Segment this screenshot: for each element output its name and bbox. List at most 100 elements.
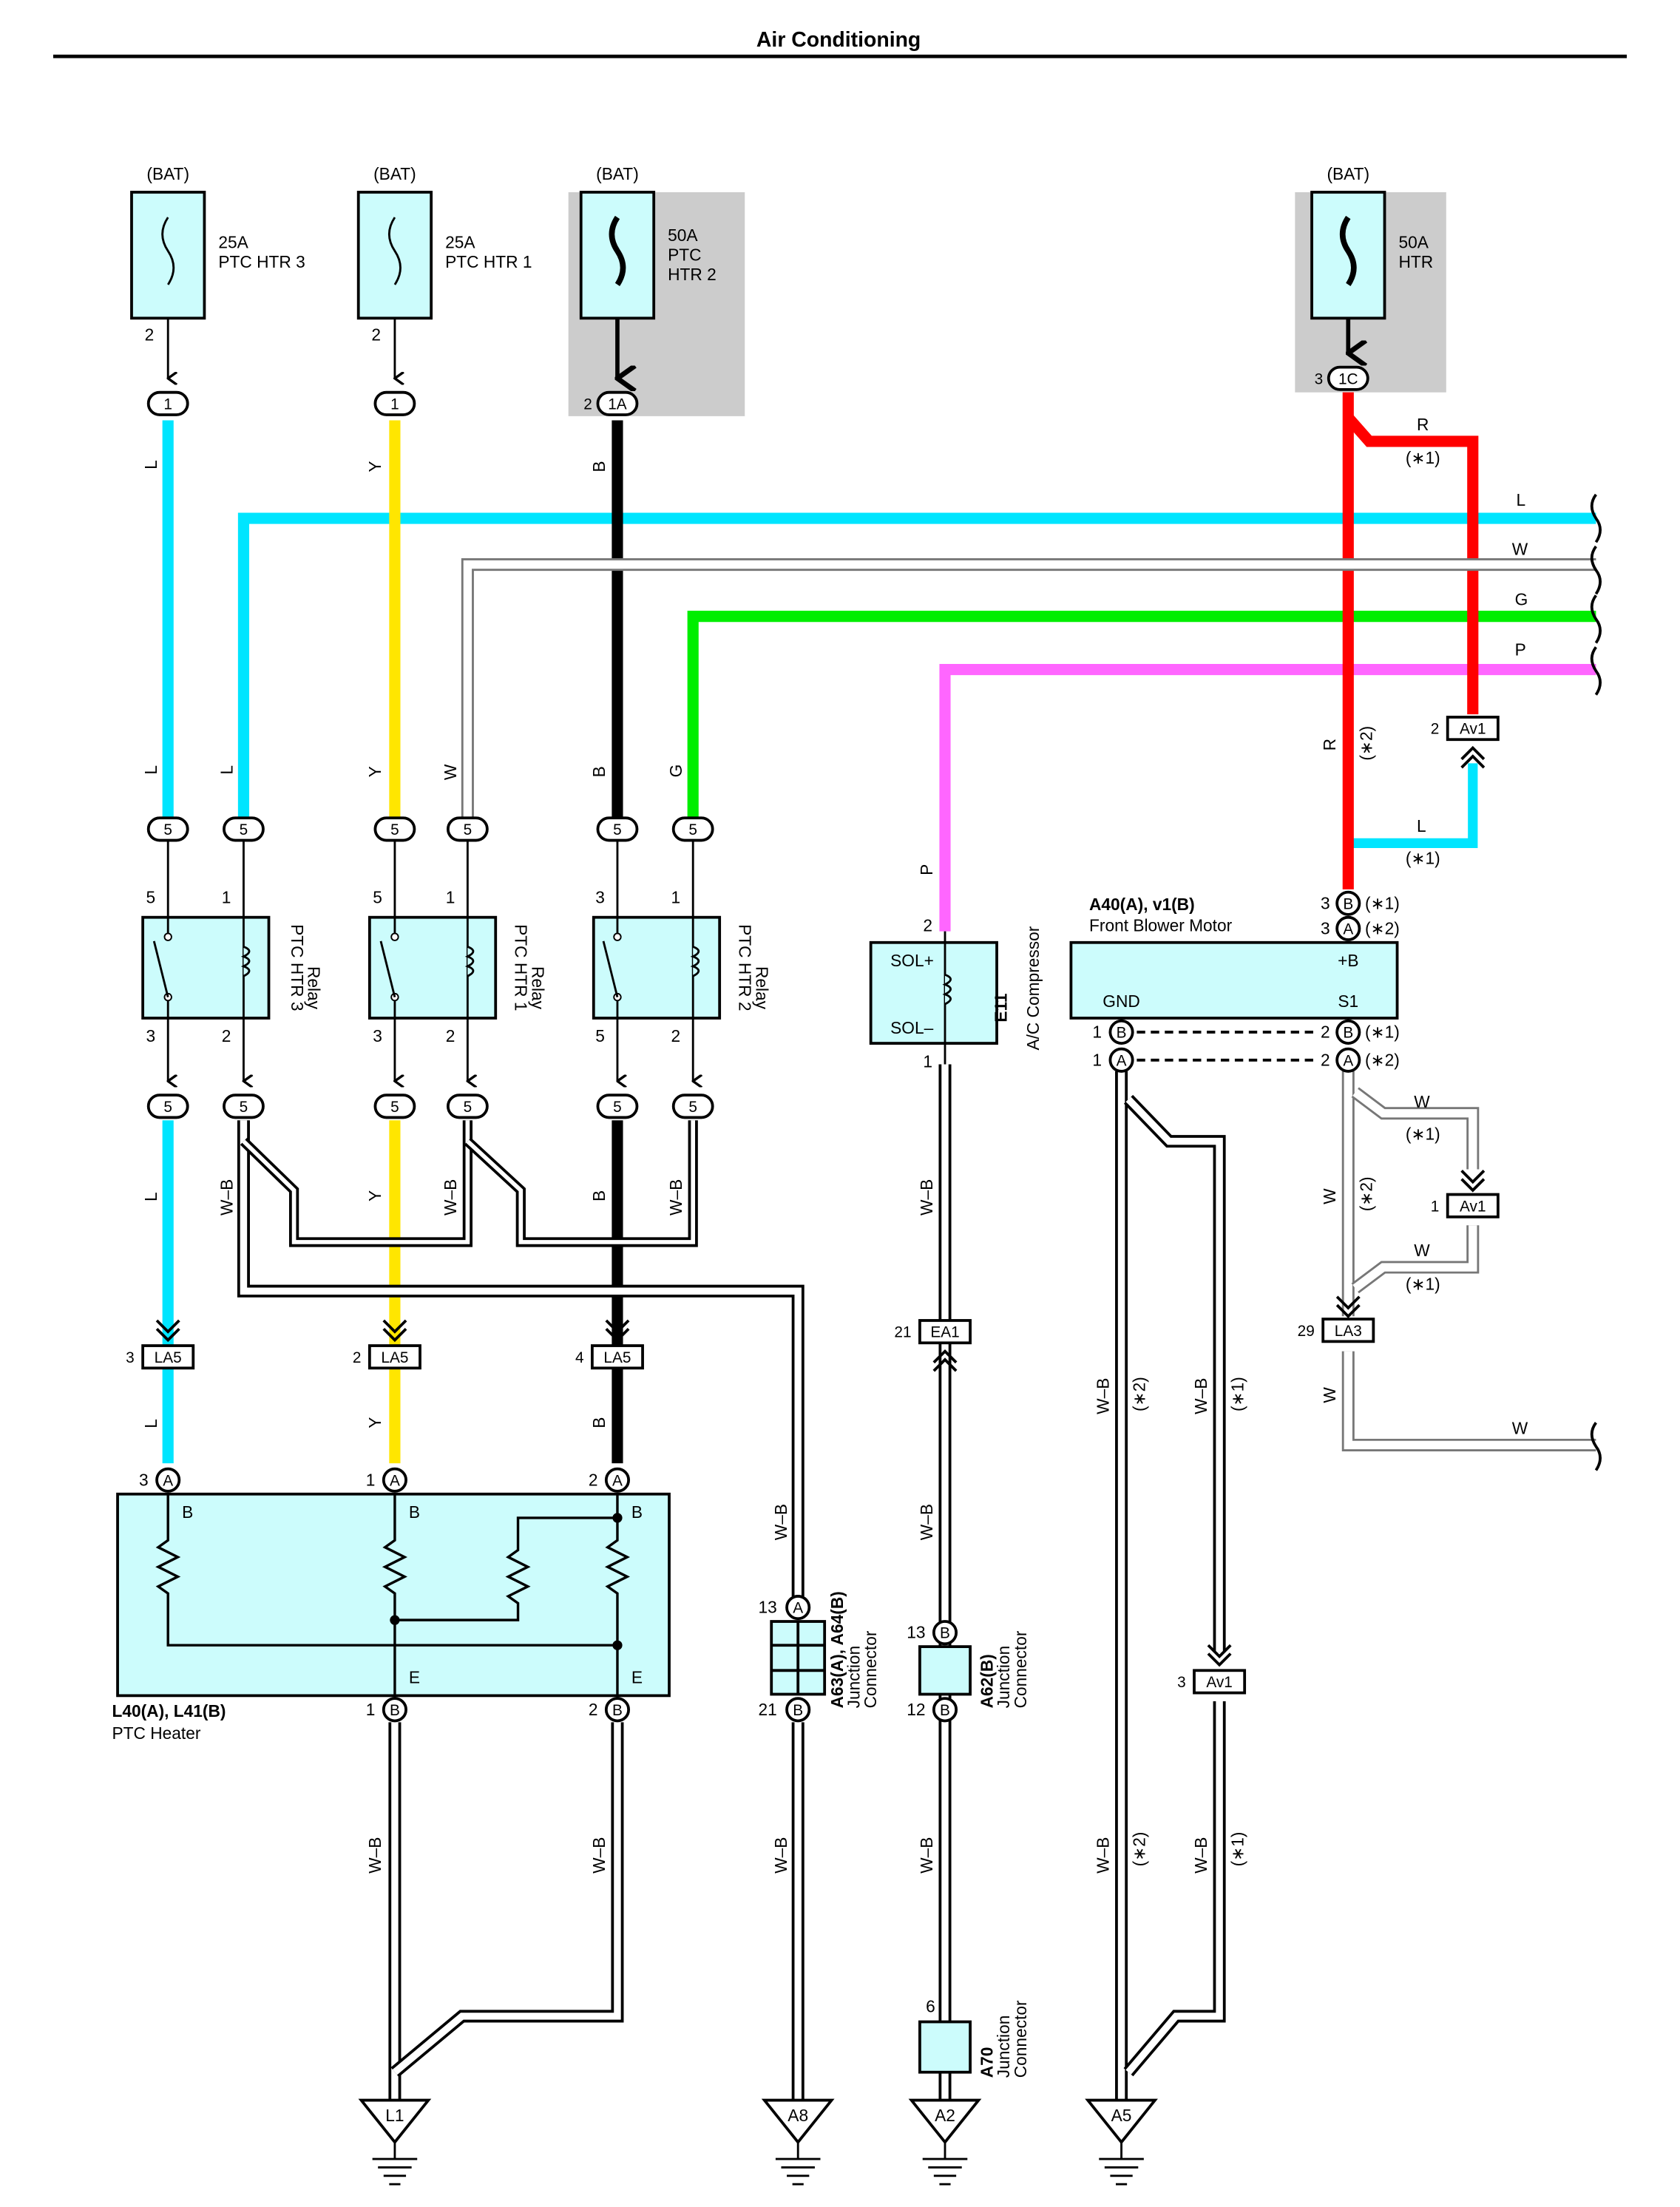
- svg-text:2: 2: [353, 1349, 362, 1366]
- svg-text:R: R: [1417, 415, 1429, 434]
- svg-text:(∗1): (∗1): [1227, 1377, 1247, 1411]
- svg-text:HTR: HTR: [1398, 252, 1433, 271]
- svg-text:2: 2: [371, 325, 381, 345]
- svg-text:E11: E11: [991, 994, 1010, 1023]
- svg-text:5: 5: [390, 821, 399, 838]
- relay-ptc-htr-3: 5 1 PTC HTR 3 Relay 3 2: [141, 840, 324, 1082]
- svg-text:L: L: [1516, 490, 1525, 509]
- svg-text:(∗1): (∗1): [1406, 448, 1440, 467]
- ground-A2: A2: [908, 2098, 982, 2186]
- svg-text:A: A: [612, 1472, 623, 1489]
- svg-text:A: A: [390, 1472, 400, 1489]
- svg-text:G: G: [666, 765, 685, 778]
- svg-text:2: 2: [923, 916, 932, 935]
- svg-text:LA5: LA5: [603, 1349, 631, 1366]
- svg-text:B: B: [182, 1502, 193, 1522]
- svg-text:PTC HTR 1: PTC HTR 1: [445, 252, 532, 271]
- svg-text:21: 21: [759, 1700, 777, 1719]
- svg-text:5: 5: [240, 1099, 248, 1116]
- svg-text:(∗1): (∗1): [1406, 1274, 1440, 1293]
- svg-text:Junction: Junction: [994, 2016, 1013, 2078]
- svg-text:3: 3: [1315, 370, 1324, 387]
- svg-text:2: 2: [222, 1026, 231, 1045]
- svg-text:Y: Y: [365, 1190, 385, 1201]
- svg-text:G: G: [1515, 589, 1528, 608]
- svg-text:(BAT): (BAT): [146, 164, 189, 183]
- svg-text:50A: 50A: [668, 226, 698, 245]
- svg-text:B: B: [589, 461, 609, 472]
- svg-text:Connector: Connector: [1011, 2000, 1030, 2078]
- svg-text:5: 5: [613, 821, 622, 838]
- svg-text:5: 5: [373, 888, 382, 907]
- svg-text:W: W: [1512, 1418, 1528, 1437]
- svg-text:P: P: [1515, 640, 1526, 660]
- svg-text:2: 2: [583, 396, 592, 413]
- fuse-ptc-htr-2: (BAT) 50A PTC HTR 2: [579, 164, 717, 379]
- svg-text:Relay: Relay: [752, 966, 771, 1010]
- page-title: Air Conditioning: [756, 28, 921, 52]
- svg-text:(BAT): (BAT): [373, 164, 416, 183]
- svg-text:Av1: Av1: [1460, 721, 1486, 738]
- relay-ptc-htr-1: 5 1 PTC HTR 1 Relay 3 2: [368, 840, 547, 1082]
- svg-text:(∗1): (∗1): [1406, 849, 1440, 868]
- relay-top-connectors: 5 5 5 5 5 5: [146, 816, 714, 842]
- svg-text:3: 3: [146, 1026, 156, 1045]
- svg-text:1: 1: [366, 1470, 376, 1489]
- svg-text:13: 13: [759, 1598, 777, 1617]
- svg-text:(∗1): (∗1): [1406, 1125, 1440, 1144]
- svg-text:2: 2: [589, 1470, 598, 1489]
- svg-text:L: L: [141, 1192, 160, 1201]
- svg-text:L: L: [217, 765, 236, 775]
- ac-compressor: 2 SOL+ SOL– 1 E11 A/C Compressor: [869, 916, 1043, 1071]
- svg-text:A: A: [1117, 1052, 1127, 1069]
- relay-bottom-connectors: 5 5 5 5 5 5: [146, 1094, 714, 1119]
- svg-text:B: B: [940, 1625, 950, 1642]
- wire-break-marks: [1590, 493, 1602, 1471]
- svg-text:2: 2: [1321, 1050, 1330, 1069]
- svg-text:B: B: [409, 1502, 420, 1522]
- svg-text:A40(A), v1(B): A40(A), v1(B): [1089, 895, 1195, 914]
- svg-text:(∗1): (∗1): [1365, 893, 1400, 912]
- svg-text:Av1: Av1: [1460, 1198, 1486, 1215]
- svg-text:B: B: [793, 1702, 803, 1719]
- svg-text:5: 5: [464, 1099, 472, 1116]
- svg-text:B: B: [1117, 1025, 1127, 1042]
- svg-text:1: 1: [1431, 1198, 1440, 1215]
- svg-text:PTC Heater: PTC Heater: [112, 1723, 200, 1743]
- svg-text:3: 3: [139, 1470, 149, 1489]
- svg-text:PTC: PTC: [668, 245, 701, 265]
- svg-text:L: L: [1417, 816, 1426, 835]
- svg-text:5: 5: [688, 1099, 697, 1116]
- svg-text:PTC HTR 3: PTC HTR 3: [288, 924, 307, 1011]
- svg-text:3: 3: [1321, 893, 1330, 912]
- svg-text:B: B: [589, 766, 609, 777]
- svg-text:3: 3: [373, 1026, 382, 1045]
- svg-text:W: W: [1414, 1241, 1430, 1260]
- svg-text:5: 5: [464, 821, 472, 838]
- svg-text:(∗2): (∗2): [1130, 1832, 1149, 1867]
- svg-text:Relay: Relay: [528, 966, 547, 1010]
- svg-text:(∗2): (∗2): [1356, 1176, 1375, 1211]
- svg-text:2: 2: [1321, 1023, 1330, 1042]
- svg-text:3: 3: [595, 888, 605, 907]
- svg-text:1: 1: [1092, 1023, 1102, 1042]
- svg-text:PTC HTR 2: PTC HTR 2: [736, 924, 755, 1011]
- svg-text:L1: L1: [385, 2106, 404, 2125]
- svg-text:12: 12: [907, 1700, 925, 1719]
- front-blower-motor: A40(A), v1(B) Front Blower Motor B A 3 3…: [1069, 890, 1400, 1073]
- svg-text:(∗1): (∗1): [1227, 1832, 1247, 1867]
- svg-text:3: 3: [126, 1349, 135, 1366]
- svg-text:1A: 1A: [608, 396, 627, 413]
- svg-text:A5: A5: [1111, 2106, 1132, 2125]
- svg-text:+B: +B: [1338, 951, 1358, 970]
- svg-text:L: L: [141, 765, 160, 775]
- svg-text:A: A: [1343, 1052, 1353, 1069]
- svg-text:LA5: LA5: [381, 1349, 408, 1366]
- ground-A5: A5: [1085, 2098, 1158, 2186]
- svg-text:2: 2: [589, 1700, 598, 1719]
- svg-text:B: B: [940, 1702, 950, 1719]
- svg-text:3: 3: [1177, 1674, 1186, 1691]
- svg-text:1: 1: [923, 1051, 932, 1071]
- svg-text:W: W: [441, 764, 460, 780]
- svg-text:A: A: [793, 1600, 803, 1617]
